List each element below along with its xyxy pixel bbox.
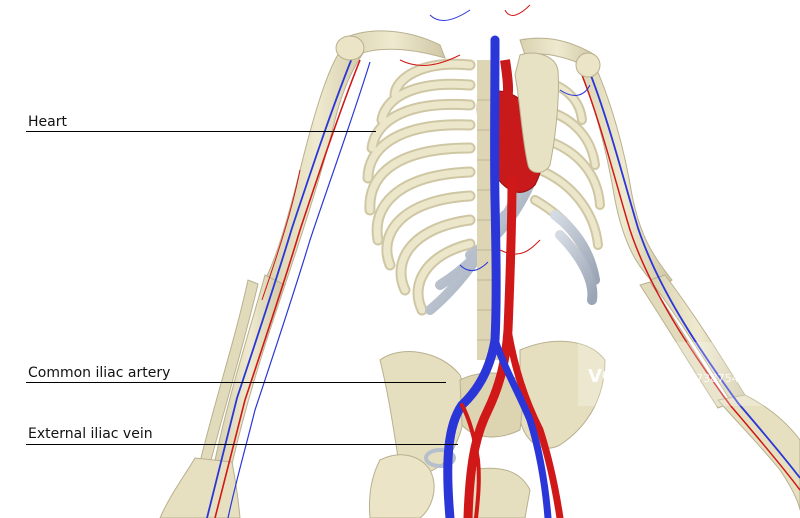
label-external-iliac-vein: External iliac vein (28, 426, 153, 442)
leader-line-heart (26, 131, 376, 132)
watermark-id-text: VCG41173875425 (650, 372, 754, 385)
right-arm (574, 54, 800, 511)
left-arm (159, 44, 372, 518)
label-common-iliac-artery: Common iliac artery (28, 365, 171, 381)
small-vessels (399, 4, 591, 272)
leader-line-external-iliac-vein (26, 444, 458, 445)
leader-line-common-iliac-artery (26, 382, 446, 383)
sternum (514, 52, 559, 173)
label-heart: Heart (28, 114, 67, 130)
shoulder-girdle (335, 30, 601, 78)
aorta-and-vena-cava (443, 35, 564, 518)
